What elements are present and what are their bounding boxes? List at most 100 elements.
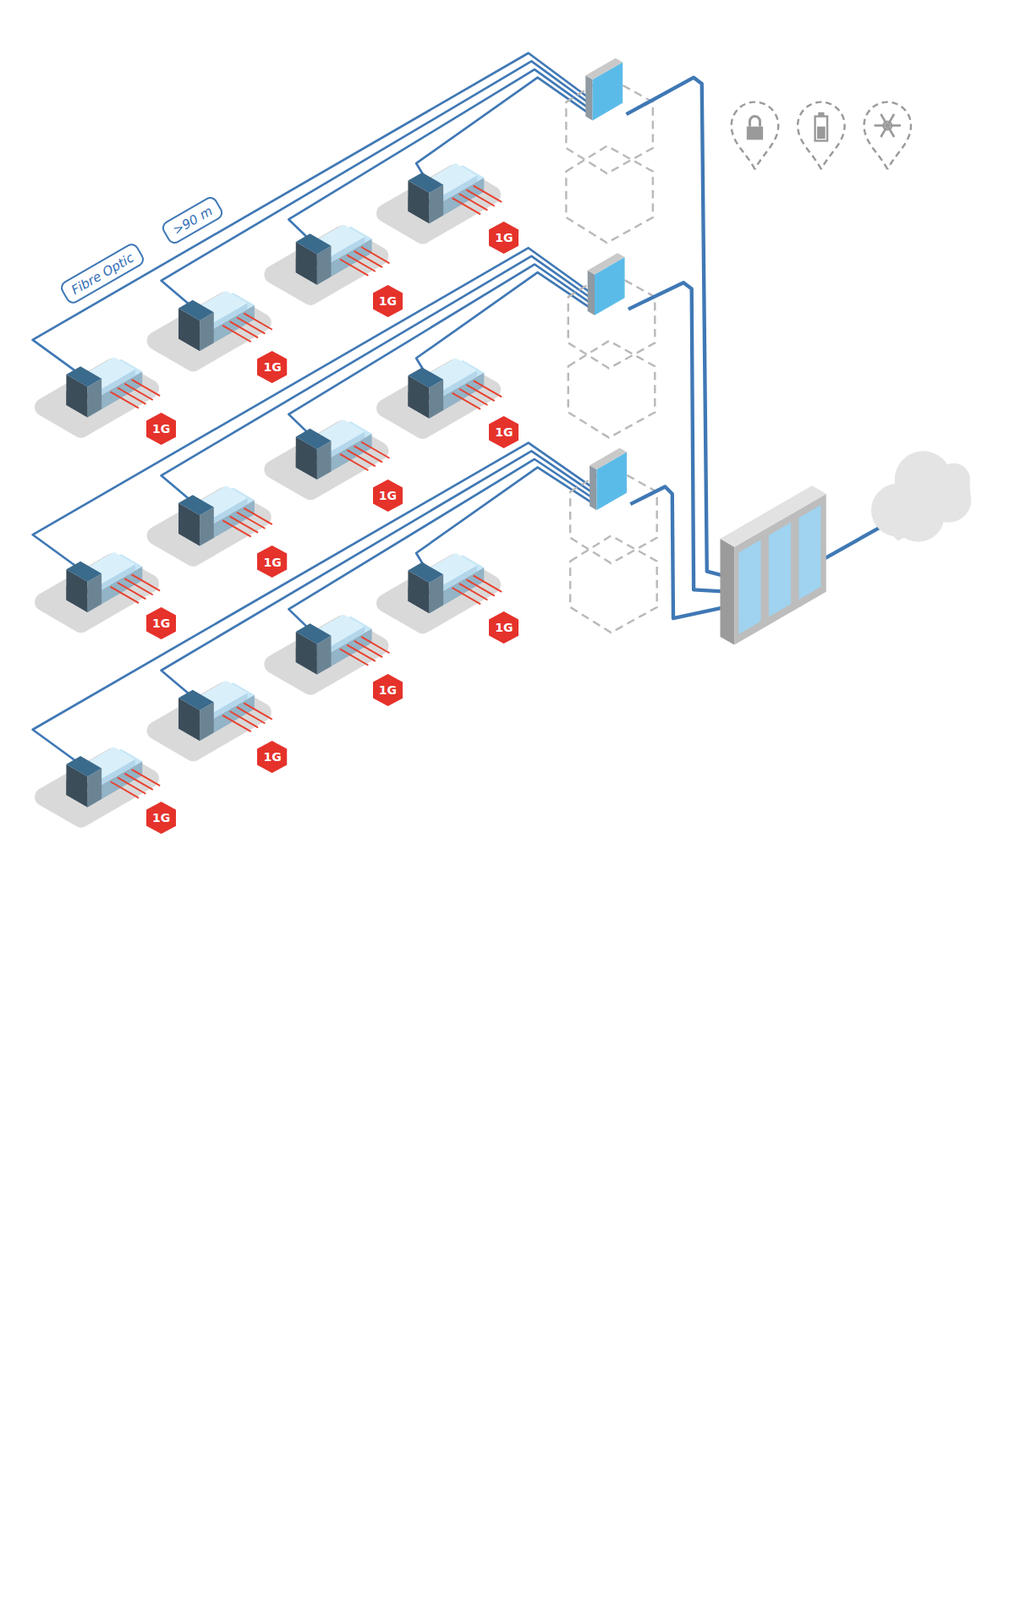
lock-shackle	[749, 116, 760, 127]
switches	[585, 58, 627, 511]
status-pin	[797, 102, 845, 171]
snowflake-arm	[880, 114, 895, 138]
machine-head-top	[407, 172, 444, 193]
badge-fill	[373, 479, 403, 512]
laser-line	[354, 445, 383, 462]
laser-line	[459, 583, 488, 600]
fibre-cable	[32, 53, 593, 381]
laser-line	[110, 587, 139, 604]
network-switch	[589, 448, 627, 511]
badge-fill	[257, 351, 287, 384]
laser-line	[124, 578, 153, 595]
speed-label: 1G	[263, 360, 281, 374]
switch-top	[585, 58, 623, 80]
laser-line	[243, 312, 272, 330]
laser-line	[222, 325, 251, 342]
machine-head-top	[65, 561, 102, 582]
speed-badge: 1G	[257, 740, 287, 774]
laser-line	[466, 579, 494, 596]
speed-badge: 1G	[488, 221, 519, 254]
laser-line	[124, 773, 153, 791]
badge-fill	[146, 801, 176, 834]
speed-badge: 1G	[146, 412, 176, 445]
production-machine	[65, 356, 160, 417]
laser-line	[346, 645, 375, 662]
machine-head-top	[178, 300, 214, 321]
laser-line	[361, 636, 390, 653]
fibre-cable	[161, 60, 593, 314]
cable-tag: Fibre Optic	[57, 241, 147, 307]
snowflake-arm	[880, 114, 895, 138]
pin-outline	[731, 102, 779, 171]
speed-label: 1G	[494, 425, 513, 439]
cloud	[871, 450, 972, 542]
cable-label: Fibre Optic	[68, 249, 137, 298]
machines	[65, 163, 502, 807]
laser-line	[131, 769, 160, 786]
machine-head-top	[65, 756, 102, 777]
laser-line	[452, 393, 481, 410]
speed-badge: 1G	[373, 479, 403, 512]
production-machine	[407, 163, 502, 224]
switch-side	[587, 270, 595, 316]
speed-label: 1G	[378, 683, 397, 697]
fibre-cable	[288, 264, 594, 444]
fibre-cable	[161, 450, 597, 704]
badge-fill	[146, 607, 176, 640]
cable-label: >90 m	[170, 203, 216, 238]
fibre-cable	[416, 77, 592, 187]
laser-line	[346, 449, 375, 467]
laser-line	[230, 711, 258, 728]
badge-fill	[488, 416, 519, 449]
speed-label: 1G	[152, 422, 171, 436]
production-machine	[296, 224, 390, 285]
laser-line	[473, 186, 502, 203]
fibre-cable	[416, 467, 596, 577]
speed-badge: 1G	[146, 607, 176, 640]
production-machine	[65, 746, 160, 807]
fibre-cable	[288, 69, 592, 248]
battery-icon	[815, 116, 828, 142]
laser-line	[243, 508, 272, 525]
uplink-cables	[626, 77, 731, 620]
laser-line	[236, 317, 265, 334]
laser-line	[110, 391, 139, 408]
machine-head-top	[178, 494, 214, 516]
laser-line	[222, 715, 251, 732]
laser-line	[230, 516, 258, 533]
laser-line	[110, 781, 139, 798]
fibre-cable	[416, 272, 594, 382]
uplink-cable	[628, 282, 731, 593]
badge-fill	[373, 285, 403, 318]
laser-line	[473, 576, 502, 593]
laser-line	[222, 520, 251, 537]
laser-line	[131, 379, 160, 396]
speed-label: 1G	[263, 750, 281, 764]
laser-line	[236, 707, 265, 724]
rack-side	[719, 538, 735, 645]
speed-label: 1G	[494, 620, 513, 635]
lock-icon	[746, 126, 763, 141]
laser-line	[346, 255, 375, 272]
laser-line	[473, 380, 502, 397]
speed-label: 1G	[378, 294, 397, 308]
cabinet-outline	[570, 535, 658, 633]
battery-cap	[817, 112, 824, 117]
speed-badge: 1G	[146, 801, 176, 834]
rack-panel	[768, 522, 791, 618]
machine-head-top	[296, 623, 332, 644]
production-machine	[407, 553, 502, 614]
pin-outline	[797, 102, 845, 171]
machine-head-top	[178, 690, 214, 711]
laser-line	[361, 246, 390, 264]
cable-tag: >90 m	[159, 194, 226, 247]
battery-level	[817, 126, 826, 139]
laser-line	[340, 258, 368, 275]
laser-line	[459, 193, 488, 210]
production-machine	[178, 290, 273, 352]
laser-line	[117, 582, 146, 599]
pin-outline	[864, 102, 911, 171]
badge-fill	[146, 412, 176, 445]
laser-line	[452, 197, 481, 214]
